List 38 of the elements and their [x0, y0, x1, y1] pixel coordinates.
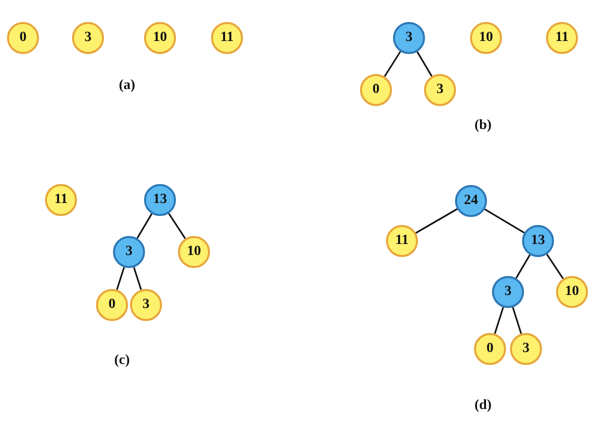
node-circle: 11	[45, 184, 77, 216]
node-circle: 11	[211, 22, 243, 54]
connector-line	[484, 208, 525, 234]
connector-line	[512, 307, 522, 334]
connector-line	[116, 266, 125, 290]
panel-caption: (a)	[118, 78, 136, 94]
node-circle: 0	[96, 289, 128, 321]
node-circle: 3	[424, 74, 456, 106]
connector-line	[416, 51, 432, 77]
connector-line	[515, 254, 531, 279]
node-circle: 3	[130, 289, 162, 321]
node-circle: 0	[360, 74, 392, 106]
node-circle: 0	[474, 333, 506, 365]
node-circle: 0	[7, 22, 39, 54]
node-circle: 3	[72, 22, 104, 54]
node-circle: 10	[470, 22, 502, 54]
parent-node-circle: 3	[113, 236, 145, 268]
node-circle: 11	[386, 225, 418, 257]
parent-node-circle: 24	[455, 185, 487, 217]
connector-line	[136, 213, 152, 239]
parent-node-circle: 13	[144, 184, 176, 216]
parent-node-circle: 3	[393, 22, 425, 54]
connector-line	[384, 51, 402, 77]
panel-caption: (c)	[114, 353, 130, 369]
connector-line	[133, 266, 142, 290]
parent-node-circle: 3	[492, 276, 524, 308]
node-circle: 11	[546, 22, 578, 54]
connector-line	[546, 254, 564, 280]
node-circle: 10	[144, 22, 176, 54]
panel-caption: (b)	[474, 118, 492, 134]
node-circle: 10	[556, 276, 588, 308]
node-circle: 10	[178, 236, 210, 268]
connector-line	[415, 208, 458, 234]
connector-line	[168, 212, 186, 240]
connector-line	[494, 307, 504, 334]
panel-caption: (d)	[474, 398, 492, 414]
parent-node-circle: 13	[522, 225, 554, 257]
node-circle: 3	[510, 333, 542, 365]
